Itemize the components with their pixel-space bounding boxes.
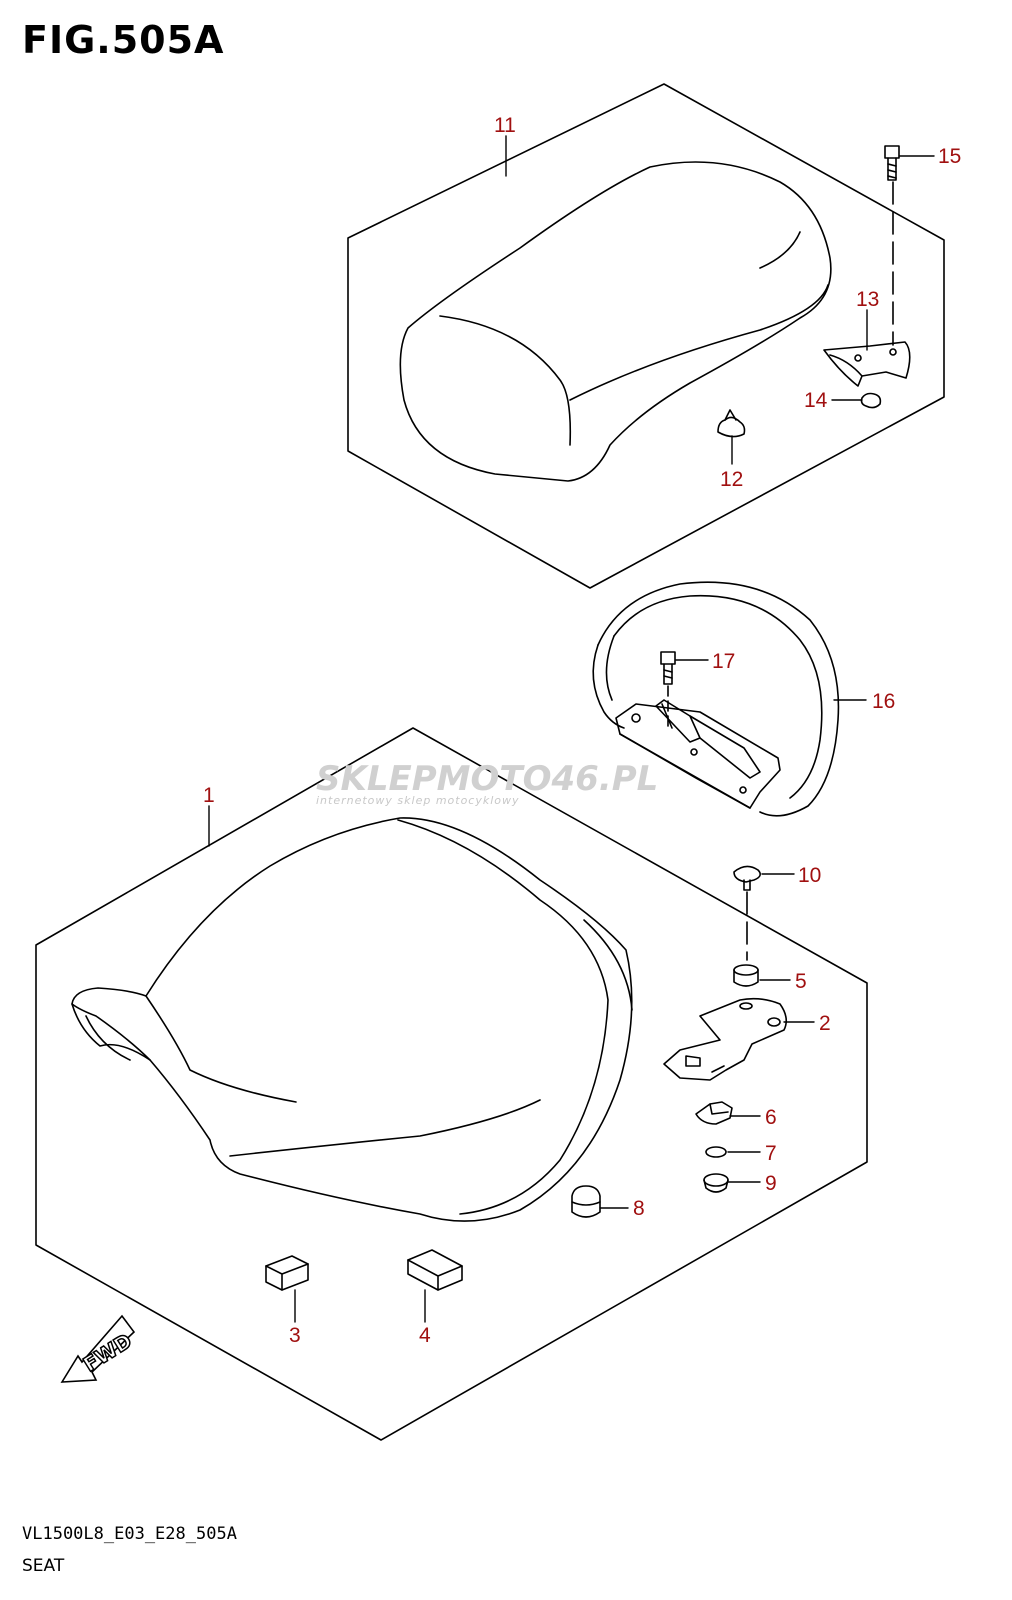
screw-part-17 — [660, 651, 676, 685]
figure-title: FIG.505A — [22, 18, 225, 62]
callout-11: 11 — [494, 114, 516, 137]
pad-part-4 — [407, 1249, 463, 1291]
callout-3: 3 — [289, 1324, 301, 1347]
pillion-seat — [399, 161, 832, 482]
callout-17: 17 — [712, 650, 735, 673]
callout-7: 7 — [765, 1142, 777, 1165]
callout-9: 9 — [765, 1172, 777, 1195]
leader-lines — [208, 135, 935, 1323]
callout-2: 2 — [819, 1012, 831, 1035]
nut-part-9 — [703, 1173, 729, 1193]
callout-5: 5 — [795, 970, 807, 993]
callout-1: 1 — [203, 784, 215, 807]
rider-seat — [71, 817, 633, 1222]
callout-10: 10 — [798, 864, 821, 887]
damper-part-8 — [571, 1185, 601, 1218]
callout-12: 12 — [720, 468, 743, 491]
rider-group-outline — [35, 727, 868, 1441]
fwd-arrow-icon: FWD — [60, 1314, 137, 1383]
callout-13: 13 — [856, 288, 879, 311]
watermark-brand: SKLEPMOTO46.PL — [316, 759, 658, 799]
watermark-tagline: internetowy sklep motocyklowy — [316, 794, 520, 807]
callout-labels: 11 15 13 14 12 17 16 1 10 5 2 6 7 9 8 3 … — [203, 114, 961, 1347]
callout-14: 14 — [804, 389, 828, 412]
bracket-part-2 — [663, 997, 788, 1081]
callout-16: 16 — [872, 690, 895, 713]
callout-4: 4 — [419, 1324, 431, 1347]
pillion-group-outline — [347, 83, 945, 589]
figure-code: VL1500L8_E03_E28_505A — [22, 1524, 237, 1544]
pad-part-3 — [265, 1255, 309, 1291]
washer-part-7 — [705, 1146, 727, 1158]
clip-part-6 — [695, 1101, 733, 1125]
nut-part-14 — [860, 392, 882, 409]
watermark: SKLEPMOTO46.PL internetowy sklep motocyk… — [316, 759, 658, 807]
bracket-part-13 — [823, 341, 911, 387]
figure-name: SEAT — [22, 1556, 65, 1576]
grommet-part-12 — [717, 409, 746, 438]
callout-15: 15 — [938, 145, 961, 168]
cap-part-10 — [733, 865, 762, 891]
callout-8: 8 — [633, 1197, 645, 1220]
screw-part-15 — [884, 145, 900, 181]
cushion-part-5 — [733, 964, 759, 987]
callout-6: 6 — [765, 1106, 777, 1129]
